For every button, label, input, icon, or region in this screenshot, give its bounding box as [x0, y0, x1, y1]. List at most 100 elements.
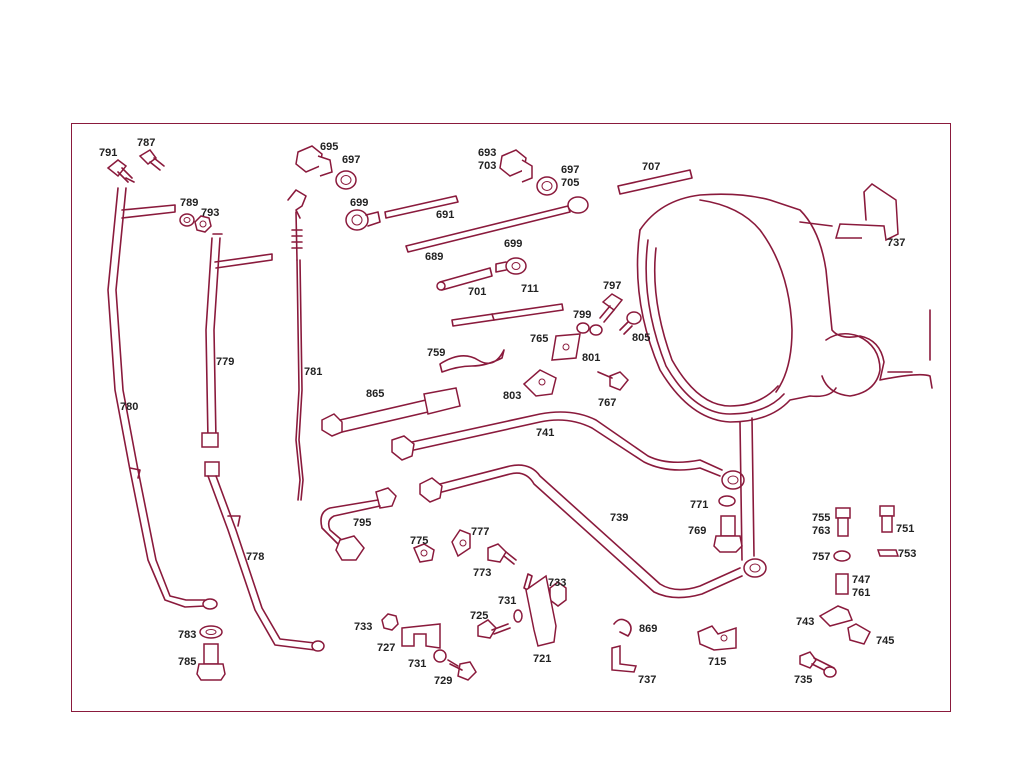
- washer-789: [179, 213, 195, 227]
- clip-777: [451, 529, 471, 558]
- bolt-773: [487, 543, 517, 565]
- callout-739: 739: [610, 512, 628, 524]
- callout-805: 805: [632, 332, 650, 344]
- spacer-731: [513, 609, 523, 623]
- callout-735: 735: [794, 674, 812, 686]
- washer-731: [433, 649, 447, 663]
- callout-697: 697: [342, 154, 360, 166]
- housing: [636, 193, 933, 561]
- callout-699: 699: [350, 197, 368, 209]
- callout-693: 693: [478, 147, 496, 159]
- callout-791: 791: [99, 147, 117, 159]
- callout-797: 797: [603, 280, 621, 292]
- callout-715: 715: [708, 656, 726, 668]
- bracket-721: [523, 573, 557, 647]
- callout-767: 767: [598, 397, 616, 409]
- callout-781: 781: [304, 366, 322, 378]
- hose-795: [320, 487, 397, 561]
- callout-711: 711: [521, 283, 539, 295]
- strap-759: [439, 349, 505, 373]
- callout-697-right: 697: [561, 164, 579, 176]
- callout-705: 705: [561, 177, 579, 189]
- callout-769: 769: [688, 525, 706, 537]
- bolt-751: [879, 505, 895, 533]
- callout-757: 757: [812, 551, 830, 563]
- union-693: [499, 149, 533, 183]
- washer-757: [833, 550, 851, 562]
- callout-695: 695: [320, 141, 338, 153]
- callout-751: 751: [896, 523, 914, 535]
- bracket-715: [697, 625, 737, 651]
- nut-733-left: [381, 613, 399, 631]
- washer-799: [576, 322, 590, 334]
- bolt-787: [138, 149, 165, 171]
- bracket-737-lower: [611, 645, 638, 673]
- callout-799: 799: [573, 309, 591, 321]
- callout-801: 801: [582, 352, 600, 364]
- callout-775: 775: [410, 535, 428, 547]
- dipstick-tube-779: [201, 233, 273, 448]
- callout-795: 795: [353, 517, 371, 529]
- washer-753: [876, 549, 900, 557]
- callout-780: 780: [120, 401, 138, 413]
- callout-778: 778: [246, 551, 264, 563]
- callout-755: 755: [812, 512, 830, 524]
- callout-865: 865: [366, 388, 384, 400]
- bracket-737: [835, 183, 899, 242]
- union-695: [295, 145, 333, 177]
- callout-753: 753: [898, 548, 916, 560]
- callout-707: 707: [642, 161, 660, 173]
- tube-701: [436, 267, 493, 291]
- washer-783: [199, 625, 223, 639]
- callout-777: 777: [471, 526, 489, 538]
- callout-691: 691: [436, 209, 454, 221]
- callout-773: 773: [473, 567, 491, 579]
- bracket-743: [818, 605, 854, 627]
- callout-783: 783: [178, 629, 196, 641]
- bolt-767: [597, 371, 630, 391]
- callout-725: 725: [470, 610, 488, 622]
- callout-747: 747: [852, 574, 870, 586]
- callout-779: 779: [216, 356, 234, 368]
- clip-869: [613, 618, 632, 637]
- diagram-frame: [71, 123, 951, 712]
- callout-729: 729: [434, 675, 452, 687]
- rod-689: [405, 196, 589, 253]
- callout-731: 731: [498, 595, 516, 607]
- callout-721: 721: [533, 653, 551, 665]
- callout-737-lower: 737: [638, 674, 656, 686]
- callout-789: 789: [180, 197, 198, 209]
- callout-701: 701: [468, 286, 486, 298]
- dipstick-tube-778: [204, 461, 325, 652]
- banjo-bolt-785: [196, 643, 226, 681]
- bracket-765: [551, 333, 581, 361]
- washer-697: [335, 170, 357, 190]
- callout-765: 765: [530, 333, 548, 345]
- callout-727: 727: [377, 642, 395, 654]
- washer-697-705: [536, 176, 558, 196]
- callout-731-lower: 731: [408, 658, 426, 670]
- banjo-699-right: [495, 257, 527, 275]
- banjo-bolt-769: [713, 515, 743, 553]
- callout-793: 793: [201, 207, 219, 219]
- callout-763: 763: [812, 525, 830, 537]
- bolt-735: [799, 651, 837, 678]
- clamp-727: [401, 623, 441, 649]
- line-741: [391, 411, 745, 490]
- callout-785: 785: [178, 656, 196, 668]
- stud-775: [413, 543, 435, 563]
- bolt-791: [106, 159, 135, 183]
- bolt-755-763: [835, 507, 851, 537]
- washer-771: [718, 495, 736, 507]
- clip-803: [522, 369, 557, 397]
- rod-711: [451, 303, 564, 327]
- callout-771: 771: [690, 499, 708, 511]
- callout-703: 703: [478, 160, 496, 172]
- callout-737: 737: [887, 237, 905, 249]
- callout-741: 741: [536, 427, 554, 439]
- bolt-725: [477, 619, 511, 639]
- bolt-729: [447, 659, 477, 681]
- callout-759: 759: [427, 347, 445, 359]
- callout-733-right: 733: [548, 577, 566, 589]
